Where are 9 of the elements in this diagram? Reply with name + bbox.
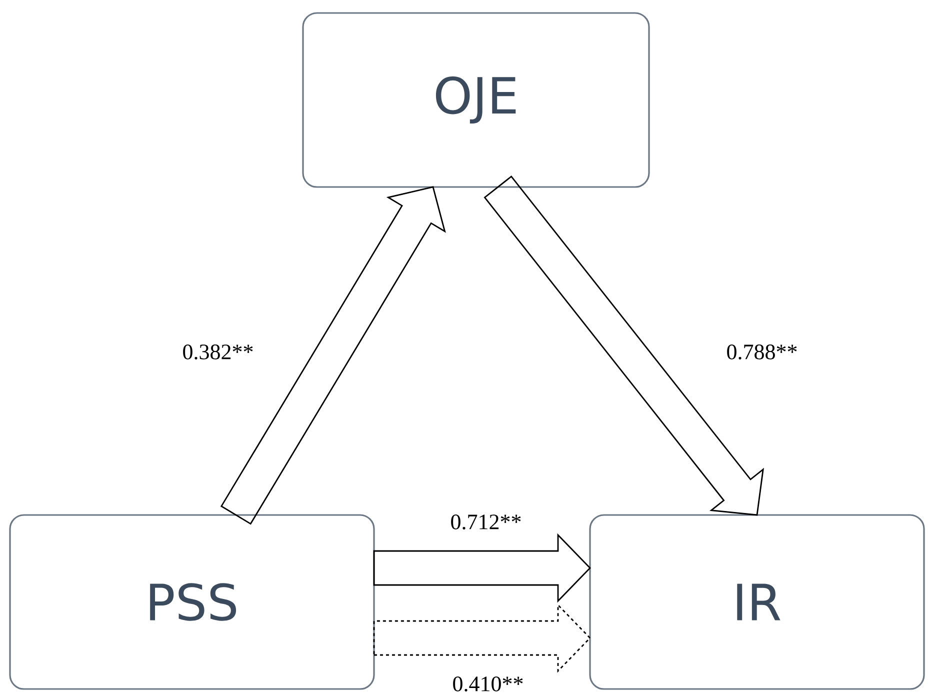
text-box: PSS: [9, 514, 375, 690]
block-arrow: [373, 603, 591, 673]
edge-label: 0.712**: [449, 514, 523, 530]
edge-label: 0.382**: [181, 344, 255, 360]
edge-label: 0.788**: [725, 344, 799, 360]
edge-label: 0.410**: [451, 676, 525, 692]
text-box: IR: [589, 514, 925, 690]
text-box: OJE: [302, 12, 650, 188]
block-arrow: [373, 533, 591, 603]
